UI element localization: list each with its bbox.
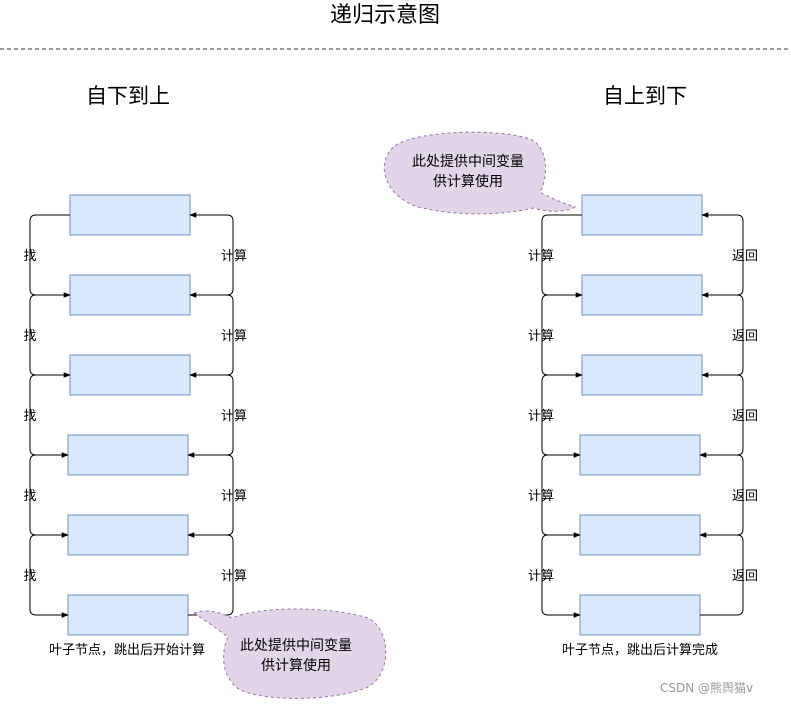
left-node-4 [67,434,189,476]
left-up-label-2: 计算 [221,329,247,344]
right-up-arrow-5 [699,532,744,616]
right-caption: 叶子节点，跳出后计算完成 [562,643,718,658]
left-down-label-2: 找 [23,329,36,344]
right-down-label-4: 计算 [528,489,554,504]
left-up-label-3: 计算 [221,409,247,424]
right-down-arrow-4 [541,454,581,538]
left-node-5 [67,514,189,556]
left-node-3 [69,354,191,396]
watermark: CSDN @熊舆猫v [660,680,753,695]
left-node-1 [69,194,191,236]
right-up-arrow-3 [700,372,744,456]
diagram-title: 递归示意图 [330,3,440,28]
right-heading: 自上到下 [603,84,687,108]
right-node-6 [579,594,701,636]
right-down-label-1: 计算 [528,249,554,264]
right-down-arrow-1 [541,214,583,298]
right-node-3 [581,354,703,396]
left-down-label-5: 找 [23,569,36,584]
left-up-arrow-2 [189,292,234,376]
right-up-label-3: 返回 [732,409,758,424]
right-up-label-1: 返回 [732,249,758,264]
right-callout-bubble [383,131,577,215]
left-up-arrow-1 [189,212,234,296]
left-down-arrow-3 [29,374,70,458]
right-chain: 计算返回计算返回计算返回计算返回计算返回 [528,194,758,636]
left-up-arrow-3 [188,372,234,456]
left-down-arrow-2 [29,294,71,378]
left-down-label-1: 找 [23,249,36,264]
right-down-arrow-2 [541,294,583,378]
right-node-5 [579,514,701,556]
right-down-arrow-5 [541,534,581,618]
right-node-1 [581,194,703,236]
left-chain: 找计算找计算找计算找计算找计算 [23,194,247,636]
left-up-arrow-5 [187,532,234,616]
left-up-arrow-4 [187,452,234,536]
left-down-arrow-1 [29,214,71,298]
right-down-arrow-3 [541,374,582,458]
left-down-arrow-5 [29,534,69,618]
left-callout-bubble [192,608,387,699]
left-callout: 此处提供中间变量 供计算使用 [192,608,387,699]
left-down-label-4: 找 [23,489,36,504]
right-node-4 [579,434,701,476]
left-down-arrow-4 [29,454,69,538]
right-callout-line-1: 此处提供中间变量 [412,154,524,170]
right-down-label-3: 计算 [528,409,554,424]
right-up-arrow-2 [701,292,744,376]
left-callout-line-2: 供计算使用 [261,657,331,674]
right-down-label-2: 计算 [528,329,554,344]
right-up-label-4: 返回 [732,489,758,504]
right-callout-line-2: 供计算使用 [433,173,503,190]
right-node-2 [581,274,703,316]
left-node-6 [67,594,189,636]
right-up-arrow-1 [701,212,744,296]
left-node-2 [69,274,191,316]
left-up-label-4: 计算 [221,489,247,504]
left-up-label-1: 计算 [221,249,247,264]
right-up-label-2: 返回 [732,329,758,344]
left-caption: 叶子节点，跳出后开始计算 [49,643,205,658]
right-up-arrow-4 [699,452,744,536]
right-callout: 此处提供中间变量 供计算使用 [383,131,577,215]
left-heading: 自下到上 [86,84,170,108]
right-down-label-5: 计算 [528,569,554,584]
left-callout-line-1: 此处提供中间变量 [240,638,352,654]
right-up-label-5: 返回 [732,569,758,584]
left-up-label-5: 计算 [221,569,247,584]
left-down-label-3: 找 [23,409,36,424]
